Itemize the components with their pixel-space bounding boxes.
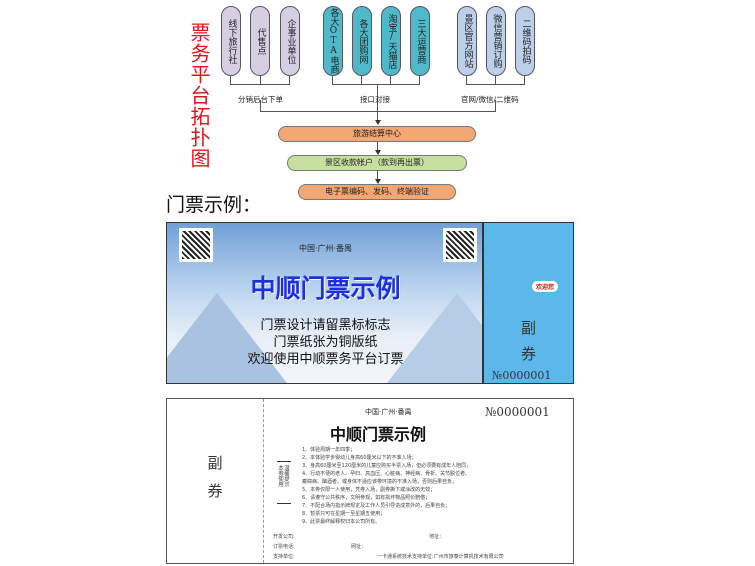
code-box: 电子票编码、发码、终端验证: [298, 184, 456, 200]
welcome-bubble: 欢迎您: [532, 281, 559, 292]
ticket-front: 中国·广州·番禺 中顺门票示例 门票设计请留黑标标志 门票纸张为铜版纸 欢迎使用…: [166, 222, 483, 384]
rule-item: 癫痫病、酗酒者、或身体不适应该带环境的不准入场，否则后果自负；: [302, 479, 458, 485]
diagram-title: 票务平台拓扑图: [187, 22, 211, 169]
channel-pill: 二维码拍码: [515, 6, 535, 76]
channel-pill: 三大运营商: [410, 6, 430, 76]
developer-label: 开发公司:: [273, 534, 295, 540]
support-text: 一卡通系统技术支持单位:广州市旅泰计算机技术有限公司: [377, 554, 504, 560]
qr-code-icon: [443, 228, 477, 262]
stub-label: 副: [207, 454, 223, 472]
rule-item: 6、请遵守公共秩序，文明参观，如有损坏物品照价赔偿；: [302, 495, 431, 501]
rules-list: 1、体验周期一年四季； 2、本体验学步婴幼儿身高60厘米以下的不准入场； 3、身高6…: [302, 446, 471, 526]
channel-pill: 微信营销订购: [486, 6, 506, 76]
ticket-location: 中国·广州·番禺: [298, 244, 353, 253]
notice-title: 温馨提示: [283, 465, 289, 487]
phone-label: 订票电话:: [273, 544, 295, 550]
channel-pill: 企事业单位: [280, 6, 300, 76]
stub-label: 券: [520, 345, 536, 363]
notice-title: 本券使用: [277, 465, 283, 487]
rule-item: 7、不配合场内指示牌规定及工作人员引导造成意外的，后果自负；: [302, 503, 451, 509]
ticket-back: 副 券 温馨提示 本券使用 中国·广州·番禺 №0000001 中顺门票示例 1…: [166, 398, 574, 564]
group-label: 官网/微信/二维码: [461, 95, 519, 104]
section-heading: 门票示例：: [166, 194, 262, 216]
group-label: 接口对接: [360, 95, 390, 104]
rule-item: 2、本体验学步婴幼儿身高60厘米以下的不准入场；: [302, 455, 417, 461]
serial-number: №0000001: [492, 369, 552, 382]
settlement-center: 旅游结算中心: [278, 126, 476, 142]
rule-item: 4、行动不便的老人、孕妇、高血压、心脏病、神经病、骨折、关节脱位者、: [302, 471, 471, 477]
channel-pill: 代售点: [250, 6, 270, 76]
qr-code-icon: [179, 228, 213, 262]
channel-pill: 景区官方网站: [457, 6, 477, 76]
rule-item: 8、暂票只可在星期一至星期五使用；: [302, 511, 386, 517]
rule-item: 3、身高60厘米至120厘米的儿童应购买半票入场，但必须要有成年人陪同；: [302, 463, 472, 469]
ticket-line: 门票设计请留黑标标志: [260, 318, 391, 333]
group-label: 分销后台下单: [238, 95, 283, 104]
channel-pill: 各大OTA电商: [323, 6, 343, 76]
stub-label: 副: [520, 319, 536, 337]
ticket-lines: 门票设计请留黑标标志 门票纸张为铜版纸 欢迎使用中顺票务平台订票: [167, 317, 482, 368]
stub-label: 券: [207, 482, 223, 500]
ticket-line: 门票纸张为铜版纸: [273, 335, 378, 350]
address-label: 地址：: [429, 534, 445, 540]
channel-pill: 各大团购网: [352, 6, 372, 76]
ticket-title: 中顺门票示例: [250, 274, 401, 303]
rule-item: 1、体验周期一年四季；: [302, 447, 356, 453]
support-label: 支持单位:: [273, 554, 295, 560]
channel-pill: 淘宝/天猫店: [381, 6, 401, 76]
rule-item: 9、此票最终解释权归本公司所有。: [302, 519, 381, 525]
website-label: 网址：: [351, 544, 367, 550]
ticket-title: 中顺门票示例: [330, 425, 427, 444]
ticket-front-stub: 欢迎您 副 券 №0000001: [483, 222, 574, 384]
rule-item: 5、本券仅限一人使用，凭券入场，副券撕下或涂改的无效；: [302, 487, 436, 493]
serial-number: №0000001: [485, 405, 550, 419]
channel-pill: 线下旅行社: [221, 6, 241, 76]
account-box: 景区收款帐户（款到再出票）: [287, 155, 467, 171]
ticket-location: 中国·广州·番禺: [365, 408, 412, 416]
ticket-line: 欢迎使用中顺票务平台订票: [247, 352, 404, 367]
